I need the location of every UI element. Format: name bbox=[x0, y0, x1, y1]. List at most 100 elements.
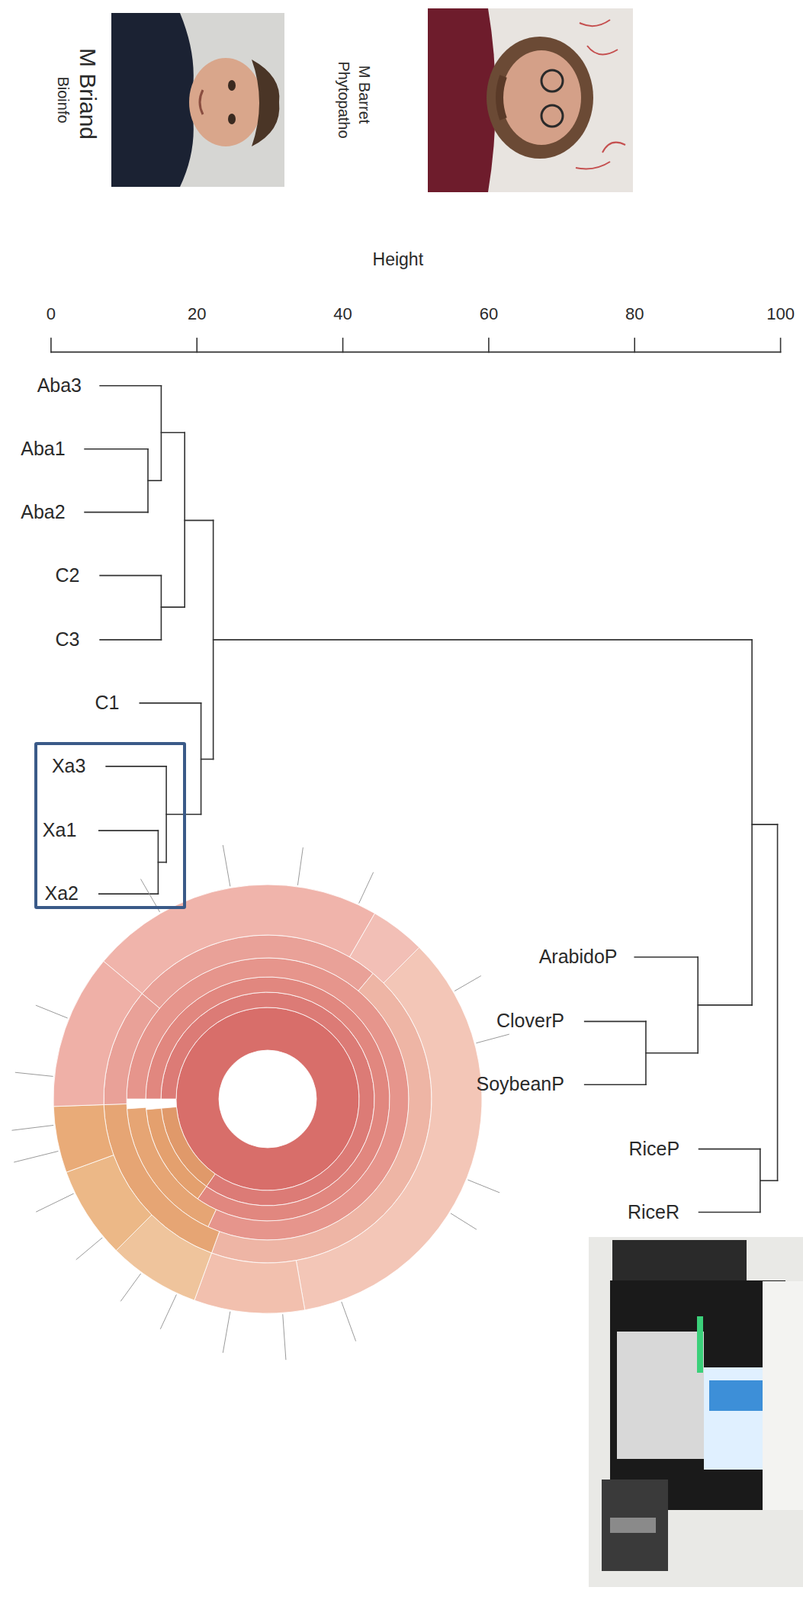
krona-segment bbox=[66, 1155, 152, 1251]
tree-branch bbox=[780, 338, 782, 353]
leader-line bbox=[12, 1124, 55, 1131]
tree-branch bbox=[751, 639, 753, 1006]
leader-line bbox=[35, 1193, 74, 1212]
tree-branch bbox=[51, 351, 781, 354]
krona-segment bbox=[194, 1252, 306, 1314]
leaf-label: RiceR bbox=[627, 1201, 680, 1224]
leaf-label: CloverP bbox=[496, 1011, 565, 1033]
tree-branch bbox=[584, 1021, 646, 1023]
tree-branch bbox=[777, 824, 779, 1181]
leaf-label: SoybeanP bbox=[476, 1074, 565, 1096]
leader-line bbox=[76, 1237, 103, 1260]
leader-line bbox=[13, 1150, 58, 1163]
highlight-box: Xa3Xa1Xa2 bbox=[34, 741, 187, 909]
tick-label: 20 bbox=[187, 305, 206, 324]
tree-branch bbox=[760, 1179, 778, 1182]
person-name: M Barret bbox=[356, 65, 373, 125]
leader-line bbox=[359, 872, 374, 904]
tree-branch bbox=[697, 957, 699, 1054]
tree-branch bbox=[759, 1149, 762, 1213]
leaf-label: ArabidoP bbox=[539, 946, 618, 968]
tick-label: 100 bbox=[766, 305, 795, 324]
leader-line bbox=[35, 1005, 68, 1019]
leaf-label: C3 bbox=[54, 629, 80, 651]
tree-branch bbox=[645, 1052, 698, 1054]
leader-line bbox=[297, 847, 303, 886]
tree-branch bbox=[342, 338, 344, 353]
tree-branch bbox=[160, 606, 185, 608]
leader-line bbox=[454, 976, 482, 992]
tree-branch bbox=[160, 385, 163, 481]
tree-branch bbox=[699, 1211, 761, 1214]
leader-line bbox=[120, 1273, 141, 1301]
tree-branch bbox=[183, 432, 186, 608]
krona-segment bbox=[295, 947, 482, 1310]
person-role: Phytopatho bbox=[335, 61, 353, 139]
leader-line bbox=[15, 1072, 54, 1077]
leader-line bbox=[450, 1213, 477, 1230]
tree-branch bbox=[147, 479, 161, 482]
tree-branch bbox=[157, 861, 167, 864]
portrait-photo bbox=[111, 12, 285, 187]
tick-label: 0 bbox=[46, 305, 56, 324]
tree-branch bbox=[213, 639, 752, 641]
krona-segment bbox=[53, 960, 142, 1106]
leader-line bbox=[475, 1034, 509, 1044]
krona-segment bbox=[160, 992, 375, 1206]
leaf-label: Aba3 bbox=[37, 375, 82, 397]
krona-segment bbox=[53, 1104, 114, 1173]
tree-branch bbox=[633, 338, 636, 353]
leaf-label: C1 bbox=[95, 692, 120, 714]
tree-branch bbox=[634, 956, 698, 958]
tree-branch bbox=[200, 703, 203, 815]
krona-segment bbox=[145, 976, 390, 1221]
leaf-label: Xa1 bbox=[42, 819, 77, 842]
leader-line bbox=[222, 1311, 231, 1353]
tree-branch bbox=[165, 766, 168, 863]
tree-branch bbox=[99, 829, 159, 832]
tree-branch bbox=[99, 574, 161, 577]
tree-branch bbox=[160, 432, 185, 434]
tree-branch bbox=[645, 1021, 647, 1085]
krona-segment bbox=[176, 1007, 360, 1191]
tree-branch bbox=[697, 1004, 752, 1006]
tree-branch bbox=[201, 758, 214, 761]
leader-line bbox=[467, 1179, 500, 1193]
leader-line bbox=[160, 1294, 177, 1329]
tree-branch bbox=[488, 338, 490, 353]
sequencer-photo bbox=[588, 1236, 803, 1587]
tree-branch bbox=[212, 520, 215, 759]
leaf-label: C2 bbox=[54, 565, 80, 587]
krona-chart bbox=[12, 844, 510, 1360]
tree-branch bbox=[157, 830, 160, 894]
tick-label: 80 bbox=[625, 305, 644, 324]
krona-segment bbox=[103, 884, 376, 994]
axis-title: Height bbox=[372, 250, 424, 270]
leaf-label: Xa2 bbox=[44, 883, 79, 905]
tree-branch bbox=[184, 520, 213, 522]
tree-branch bbox=[195, 338, 198, 353]
leaf-label: Xa3 bbox=[51, 755, 86, 778]
tree-branch bbox=[147, 449, 149, 513]
tree-branch bbox=[584, 1083, 646, 1086]
leaf-label: Aba1 bbox=[20, 438, 65, 460]
leaf-label: RiceP bbox=[628, 1138, 680, 1160]
leader-line bbox=[222, 844, 231, 887]
leader-line bbox=[282, 1313, 286, 1360]
tick-label: 60 bbox=[479, 305, 498, 324]
leaf-label: Aba2 bbox=[20, 501, 65, 524]
person-role: Bioinfo bbox=[54, 77, 72, 124]
person-name: M Briand bbox=[75, 48, 101, 140]
tree-branch bbox=[160, 575, 163, 640]
tree-branch bbox=[699, 1148, 761, 1150]
tree-branch bbox=[84, 511, 148, 514]
tree-branch bbox=[50, 338, 52, 353]
tree-branch bbox=[105, 765, 167, 768]
leader-line bbox=[341, 1301, 357, 1342]
tick-label: 40 bbox=[333, 305, 352, 324]
tree-branch bbox=[99, 639, 161, 641]
tree-branch bbox=[751, 823, 778, 826]
